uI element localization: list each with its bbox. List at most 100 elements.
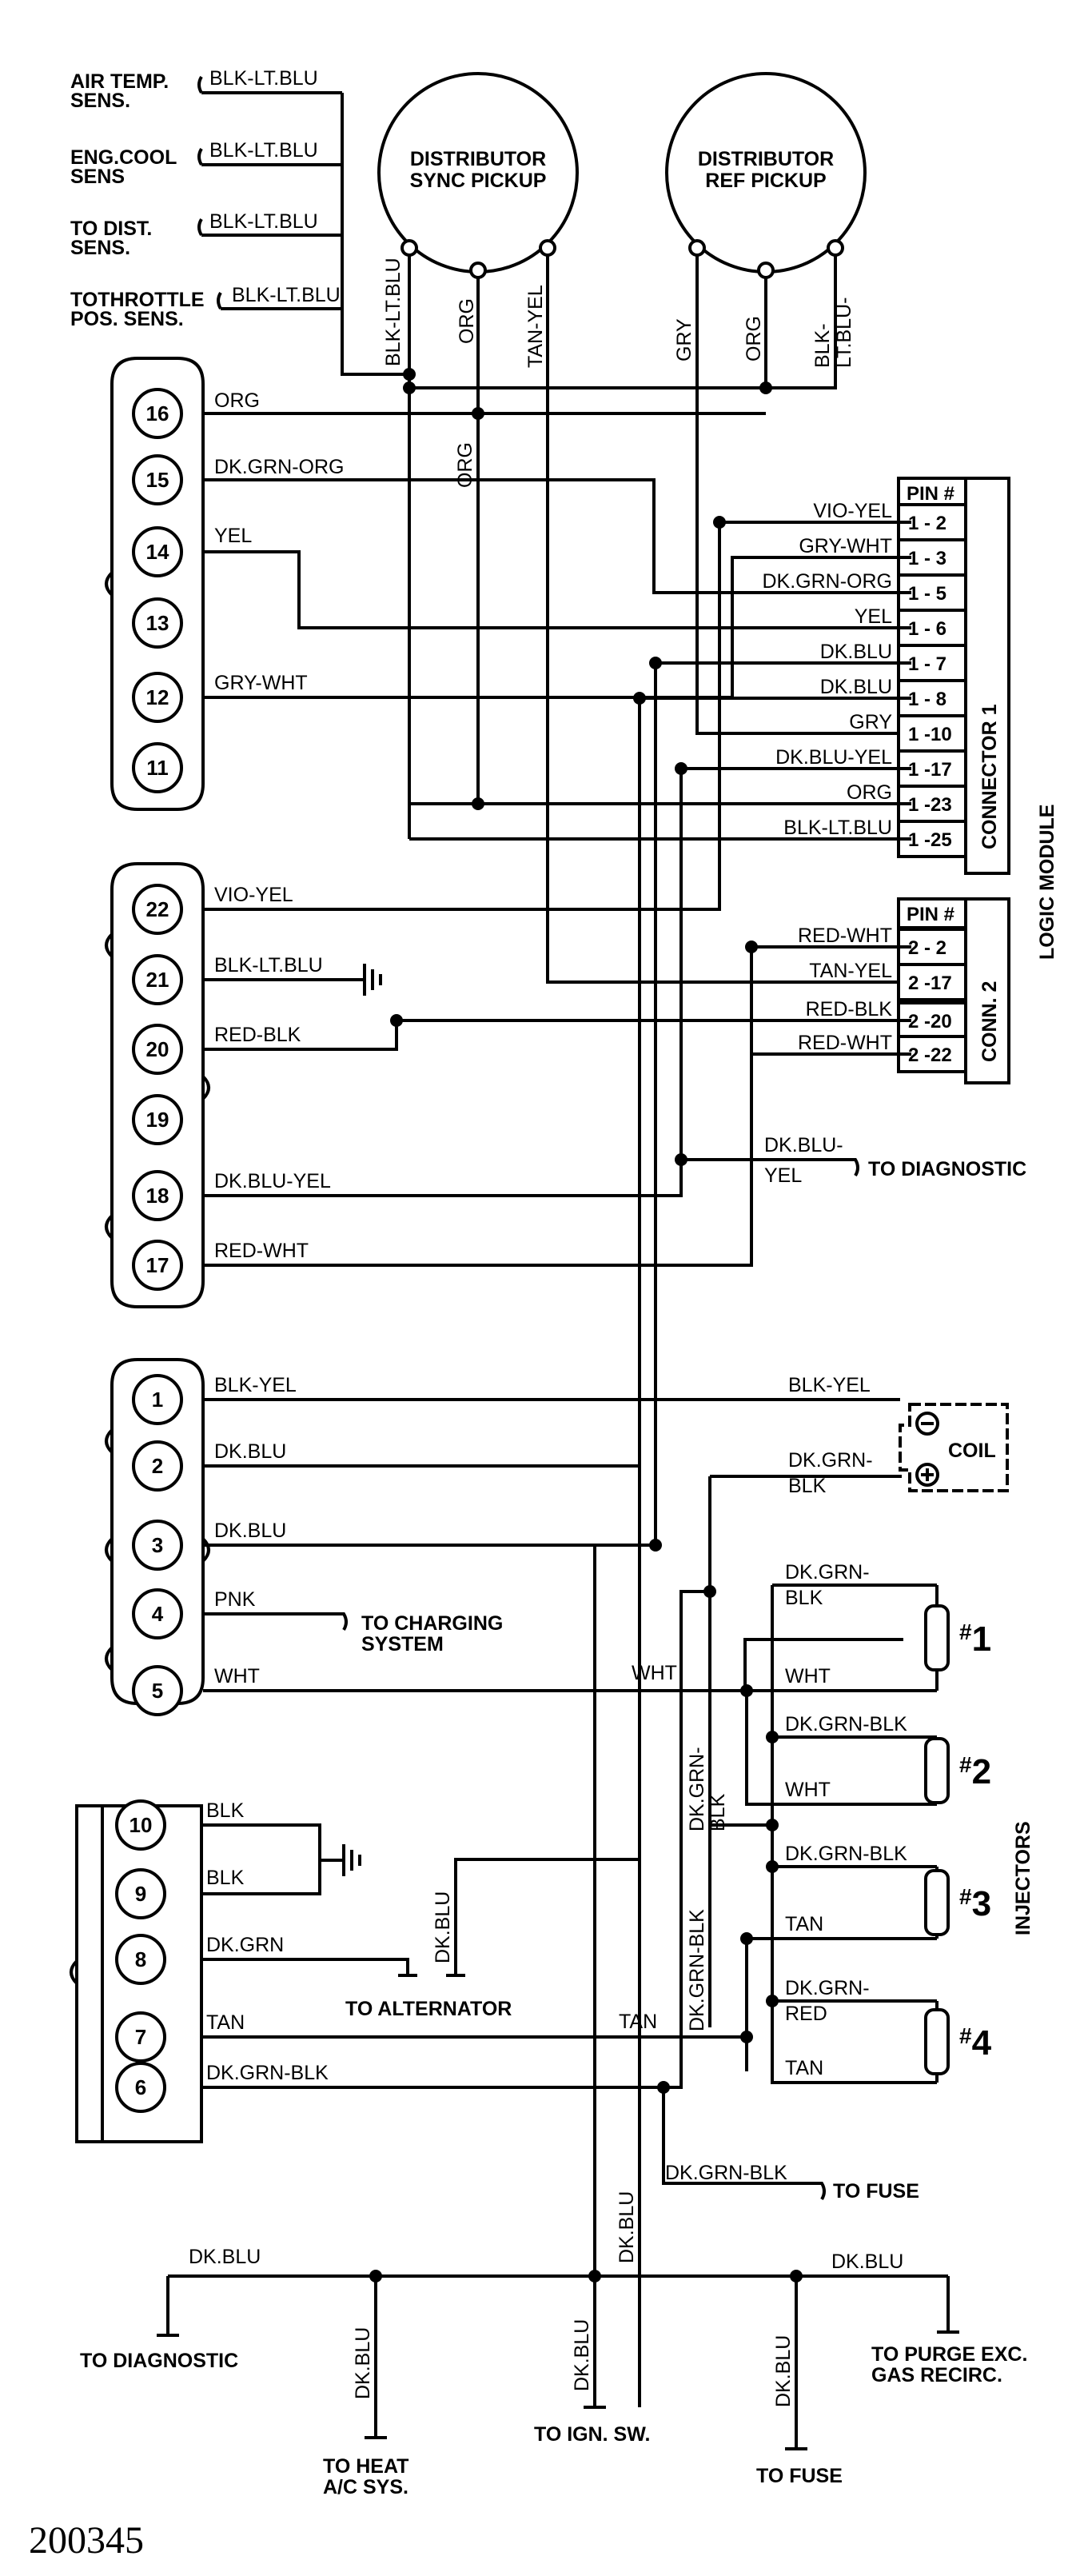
mid-dk-grn-blk-1b: BLK (707, 1793, 729, 1831)
mid-dk-grn-blk-1: DK.GRN- (686, 1747, 708, 1831)
pickup-wire-org-1: ORG (456, 298, 478, 344)
wire-blk-ref (409, 255, 837, 389)
connector-pin-number: 11 (146, 756, 169, 780)
connector-pin (132, 1374, 183, 1425)
junction-dot (675, 1153, 687, 1166)
connector-pin (132, 454, 183, 505)
pickup-wire-tan-yel: TAN-YEL (524, 285, 547, 368)
injector-body (924, 1604, 950, 1671)
pin-wire-label: WHT (214, 1665, 260, 1687)
injector-wire-a: DK.GRN- (785, 1977, 870, 1999)
connector-1-pin-cell (897, 714, 967, 753)
ref-pickup-label-2: REF PICKUP (705, 170, 826, 192)
connector-1-wire: DK.GRN-ORG (763, 570, 893, 593)
pin-wire-label: RED-WHT (214, 1240, 309, 1262)
diag-tap-wire-1: DK.BLU- (764, 1134, 843, 1156)
injector-number: #4 (959, 2023, 992, 2063)
sensor-group: AIR TEMP. SENS. ENG.COOL SENS TO DIST. S… (70, 67, 409, 376)
charging-label-1: TO CHARGING (361, 1612, 503, 1635)
sensor-wire-label-2: BLK-LT.BLU (209, 139, 318, 162)
wire-tan-yel (546, 255, 911, 984)
connector-pin-number: 17 (146, 1253, 169, 1277)
sensor-eng-cool-label: ENG.COOL (70, 146, 177, 169)
pin-wire-label: BLK-LT.BLU (214, 954, 323, 976)
connector-1-wire: DK.BLU (820, 641, 892, 663)
sensor-to-dist-label: TO DIST. (70, 218, 152, 240)
connector-2-pin: 2 -20 (908, 1011, 952, 1032)
junction-dot (713, 516, 726, 529)
connector-2-header: PIN # (907, 904, 954, 925)
injector-layer: #1DK.GRN-BLKWHT#2DK.GRN-BLKWHT#3DK.GRN-B… (785, 1561, 992, 2083)
connector-pin-number: 3 (152, 1533, 163, 1557)
pin-wire-label: DK.BLU (214, 1520, 286, 1542)
connector-pin (132, 1440, 183, 1492)
connector-2-wire: RED-WHT (798, 925, 892, 947)
connector-pin (115, 1868, 166, 1919)
sensor-wire-4 (217, 291, 342, 310)
bottom-bus (157, 1545, 959, 2450)
sensor-air-temp-label: AIR TEMP. (70, 70, 169, 93)
sensor-wire-label-1: BLK-LT.BLU (209, 67, 318, 90)
bus-wire-label-right: DK.BLU (831, 2251, 903, 2273)
connector-pin (132, 1240, 183, 1291)
connector-pin-number: 1 (152, 1388, 163, 1412)
alternator-label: TO ALTERNATOR (345, 1998, 512, 2020)
sensor-wire-3 (197, 218, 342, 237)
connector-1-pin: 1 -23 (908, 794, 952, 816)
connector-pin (132, 1520, 183, 1571)
mid-wht-label: WHT (632, 1662, 677, 1684)
sensor-air-temp-label-2: SENS. (70, 90, 130, 112)
figure-id: 200345 (29, 2519, 144, 2562)
connector-pin-number: 9 (135, 1882, 146, 1906)
fuse-branch-wire: DK.GRN-BLK (665, 2162, 787, 2184)
connector-1-wire: DK.BLU-YEL (775, 746, 892, 769)
injector-wire-a: DK.GRN-BLK (785, 1713, 907, 1735)
sensor-throttle-label-2: POS. SENS. (70, 308, 184, 330)
coil-wire-bottom-2: BLK (788, 1475, 827, 1497)
pin-wire-label: RED-BLK (214, 1024, 301, 1046)
junction-dot (649, 657, 662, 669)
injector-wire-b: WHT (785, 1665, 831, 1687)
sensor-wire-2 (197, 147, 342, 166)
pin-wire-label: DK.GRN (206, 1934, 284, 1956)
connector-pin (132, 597, 183, 649)
injector-wire-a: DK.GRN- (785, 1561, 870, 1584)
connector-1-header: PIN # (907, 483, 954, 505)
mid-dk-grn-blk-2: DK.GRN-BLK (686, 1909, 708, 2031)
pin-wire-label: YEL (214, 525, 252, 547)
sensor-wire-label-3: BLK-LT.BLU (209, 210, 318, 233)
connector-1-wire: YEL (855, 605, 892, 628)
pin-wire-label: DK.BLU-YEL (214, 1170, 331, 1192)
junction-dots (369, 368, 803, 2282)
connector-pin-number: 22 (146, 897, 169, 921)
sensor-wire-1 (197, 75, 342, 94)
connector-1-wire: BLK-LT.BLU (783, 817, 892, 839)
connector-pin (132, 1024, 183, 1075)
pin-wire-label: BLK (206, 1799, 245, 1822)
pickup-wire-gry: GRY (673, 318, 695, 361)
injector-wire-b: TAN (785, 2057, 823, 2079)
coil-wire-top: BLK-YEL (788, 1374, 871, 1396)
bus-to-ign: TO IGN. SW. (534, 2423, 650, 2446)
connector-pin-number: 21 (146, 968, 169, 992)
connector-pin (132, 526, 183, 577)
connector-pin-number: 5 (152, 1679, 163, 1703)
bus-to-purge-2: GAS RECIRC. (871, 2364, 1002, 2386)
connector-pin (132, 954, 183, 1005)
sync-pickup-label-1: DISTRIBUTOR (410, 148, 546, 170)
connector-pin-number: 12 (146, 685, 169, 709)
connector-pin (115, 2062, 166, 2113)
connector-pin-number: 2 (152, 1454, 163, 1478)
injector-body (924, 1737, 950, 1804)
connector-pin (132, 884, 183, 935)
injector-number: #1 (959, 1619, 991, 1659)
connector-2-pin: 2 - 2 (908, 937, 946, 959)
pin-wire-label: DK.GRN-ORG (214, 456, 345, 478)
connector-pin (115, 1799, 166, 1851)
connector-1-wire: DK.BLU (820, 676, 892, 698)
bus-wire-ign: DK.BLU (571, 2319, 593, 2391)
logic-module-label: LOGIC MODULE (1036, 805, 1058, 960)
fuse-branch-target: TO FUSE (833, 2180, 919, 2203)
